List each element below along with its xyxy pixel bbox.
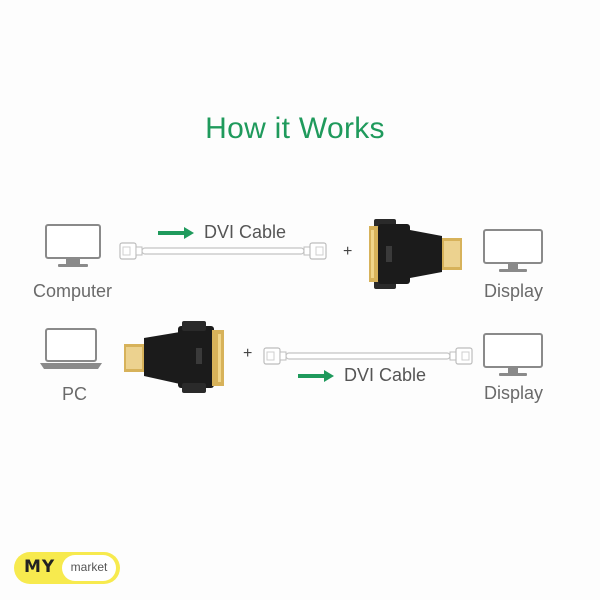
hdmi-to-dvi-adapter-icon [124,321,224,393]
laptop-icon [40,328,102,369]
arrow-right-icon [158,227,194,239]
brand-name-pill [62,555,116,581]
brand-name-label: market [70,560,108,574]
display-icon [483,229,543,272]
page-title: How it Works [205,112,385,145]
dvi-cable-icon [263,347,473,365]
dvi-cable-label: DVI Cable [204,222,287,242]
brand-logo-text: MY [24,557,56,577]
pc-label: PC [62,384,88,404]
dvi-to-hdmi-adapter-icon [369,219,462,289]
display-label: Display [484,383,544,403]
display-label: Display [484,281,544,301]
display-icon [483,333,543,376]
arrow-right-icon [298,370,334,382]
plus-sign: + [243,345,253,362]
dvi-cable-label: DVI Cable [344,365,427,385]
computer-label: Computer [33,281,113,301]
dvi-cable-icon [119,242,327,260]
monitor-icon [45,224,101,267]
plus-sign: + [343,243,353,260]
